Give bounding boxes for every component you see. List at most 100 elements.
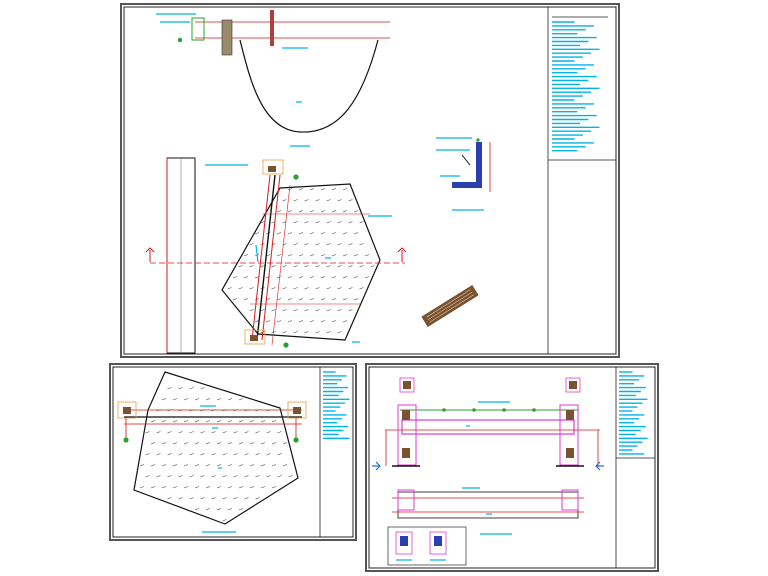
hatch-mark (276, 254, 282, 257)
hatch-mark (172, 442, 178, 445)
hatch-mark (298, 320, 304, 323)
hatch-mark (276, 276, 282, 279)
detail-l-section (436, 137, 491, 211)
hatch-mark (282, 309, 287, 312)
sheet-2-notes (323, 371, 350, 439)
hatch-mark (271, 486, 277, 489)
hatch-mark (326, 199, 331, 202)
hatch-mark (298, 254, 304, 257)
hatch-mark (370, 265, 375, 268)
hatch-mark (331, 254, 337, 257)
hatch-mark (216, 398, 222, 401)
plan-top-anchor (293, 174, 299, 180)
hatch-mark (282, 331, 287, 334)
hatch-mark (293, 287, 298, 290)
bowl-section (156, 10, 390, 147)
hatch-mark (315, 199, 320, 202)
hatch-mark (342, 188, 348, 191)
hatch-mark (243, 276, 249, 279)
hatch-mark (244, 453, 249, 456)
plan-2-left-anchor (123, 437, 129, 443)
hatch-mark (200, 431, 205, 434)
hatch-mark (260, 486, 266, 489)
small-details (387, 526, 467, 566)
hatch-mark (287, 276, 293, 279)
hatch-mark (167, 475, 172, 478)
hatch-mark (359, 221, 364, 224)
hatch-mark (353, 254, 359, 257)
plan-edge-dim (271, 184, 291, 346)
hatch-mark (364, 254, 370, 257)
frame-left-stone-bottom (402, 448, 410, 458)
hatch-mark (161, 464, 167, 467)
sheet-1-notes (552, 21, 600, 152)
hatch-mark (194, 398, 200, 401)
hatch-mark (331, 232, 337, 235)
hatch-mark (282, 265, 287, 268)
hatch-mark (243, 254, 249, 257)
bowl-support-block (221, 19, 233, 56)
hatch-mark (227, 464, 233, 467)
sheet-1-border (120, 3, 620, 358)
hatch-mark (298, 210, 304, 213)
hatch-mark (337, 265, 342, 268)
sheet-2-border (109, 363, 357, 541)
hatch-mark (150, 420, 156, 423)
hatch-mark (364, 276, 370, 279)
hatch-mark (156, 431, 161, 434)
detail-wall (476, 142, 482, 188)
sheet-2 (109, 363, 357, 541)
hatch-mark (249, 287, 254, 290)
hatch-mark (331, 276, 337, 279)
hatch-mark (200, 387, 205, 390)
hatch-mark (216, 442, 222, 445)
hatch-mark (178, 387, 183, 390)
hatch-mark (326, 287, 331, 290)
hatch-mark (238, 464, 244, 467)
hatch-mark (205, 420, 211, 423)
hatch-mark (238, 287, 243, 290)
hatch-mark (331, 210, 337, 213)
hatch-mark (249, 265, 254, 268)
small-details-frame (387, 526, 467, 566)
frame-right-arrow-icon (595, 461, 604, 471)
hatch-mark (353, 298, 359, 301)
plan-2-right-bracket (287, 401, 307, 419)
hatch-mark (266, 453, 271, 456)
hatch-mark (183, 486, 189, 489)
hatch-mark (326, 309, 331, 312)
hatch-mark (216, 464, 222, 467)
hatch-mark (172, 486, 178, 489)
hatch-mark (222, 475, 227, 478)
hatch-mark (271, 265, 276, 268)
hatch-mark (222, 519, 227, 522)
sheet-3-border (365, 363, 659, 572)
hatch-mark (205, 398, 211, 401)
hatch-mark (348, 243, 353, 246)
hatch-mark (293, 243, 298, 246)
plan-2-right-anchor (293, 437, 299, 443)
hatch-mark (255, 453, 260, 456)
hatch-mark (277, 453, 282, 456)
hatch-mark (298, 276, 304, 279)
hatch-mark (320, 254, 326, 257)
hatch-mark (216, 420, 222, 423)
hatch-mark (232, 298, 238, 301)
hatch-mark (265, 320, 271, 323)
hatch-mark (276, 298, 282, 301)
hatch-mark (260, 420, 266, 423)
hatch-mark (200, 453, 205, 456)
hatch-mark (304, 265, 309, 268)
plan-polygon (145, 159, 407, 348)
hatch-mark (337, 331, 342, 334)
frame-right-cap-stone (569, 381, 577, 389)
hatch-mark (178, 497, 183, 500)
frame-rail-dot-1 (442, 408, 446, 412)
hatch-mark (309, 210, 315, 213)
hatch-mark (205, 486, 211, 489)
hatch-mark (298, 232, 304, 235)
hatch-mark (287, 254, 293, 257)
hatch-mark (260, 221, 265, 224)
hatch-mark (315, 221, 320, 224)
frame-right-stone-bottom (566, 448, 574, 458)
